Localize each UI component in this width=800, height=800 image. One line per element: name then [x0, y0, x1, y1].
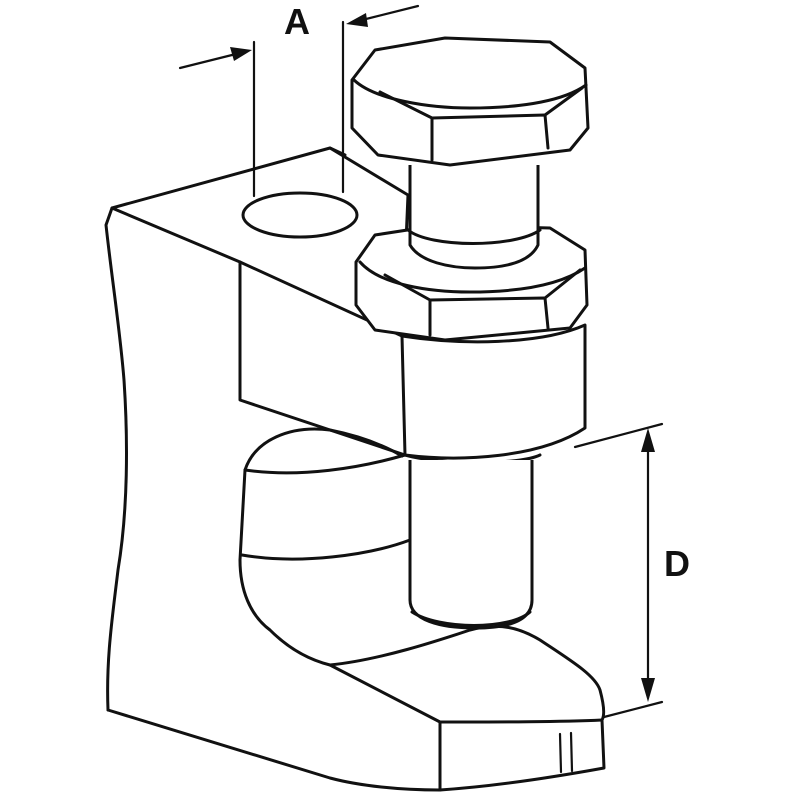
- shank-lower: [408, 460, 534, 630]
- bolt-shank-upper: [406, 165, 542, 270]
- head-outline: [350, 36, 590, 167]
- jaw-upper-curve: [243, 427, 404, 472]
- jaw-groove-1: [558, 732, 563, 774]
- shank-upper: [408, 165, 540, 270]
- dimension-a-label: A: [284, 1, 310, 42]
- clamp-body: [104, 146, 442, 792]
- dimension-d-label: D: [664, 543, 690, 584]
- jaw-groove-2: [569, 731, 574, 773]
- head-face-far: [543, 86, 584, 117]
- jaw-front-face-top: [438, 718, 606, 792]
- bolt-head: [350, 36, 590, 167]
- dim-d-extension-top: [573, 422, 664, 449]
- nut-face-far: [543, 268, 582, 300]
- dim-d-extension-bottom: [602, 700, 664, 719]
- body-hole: [241, 191, 359, 239]
- jaw-inner-left: [238, 468, 332, 667]
- dimension-a: [178, 4, 420, 198]
- shank-washer: [406, 228, 542, 245]
- bolt-boss: [400, 323, 587, 464]
- body-bottom-edge: [106, 708, 442, 792]
- jaw-lower-lip: [328, 624, 606, 722]
- jaw-mid-line: [240, 538, 412, 561]
- dim-a-arrow-left: [230, 47, 252, 61]
- dim-d-arrow-top: [641, 428, 655, 452]
- head-top-chamfer: [352, 78, 588, 110]
- body-left-profile: [104, 206, 128, 712]
- clamp-jaw: [238, 427, 606, 792]
- jaw-lower-front: [328, 663, 442, 792]
- dim-d-arrow-bottom: [641, 678, 655, 702]
- nut-top-chamfer: [358, 260, 587, 294]
- body-front-plate: [238, 260, 407, 457]
- boss-front: [400, 323, 587, 460]
- jaw-upper-band: [243, 453, 407, 475]
- dimension-d: [573, 422, 664, 719]
- bolt-shank-lower: [408, 460, 534, 630]
- dim-a-arrow-right: [346, 13, 368, 27]
- dim-a-leader-left: [178, 52, 238, 70]
- dim-a-leader-right: [360, 4, 420, 22]
- shank-tip: [410, 610, 532, 627]
